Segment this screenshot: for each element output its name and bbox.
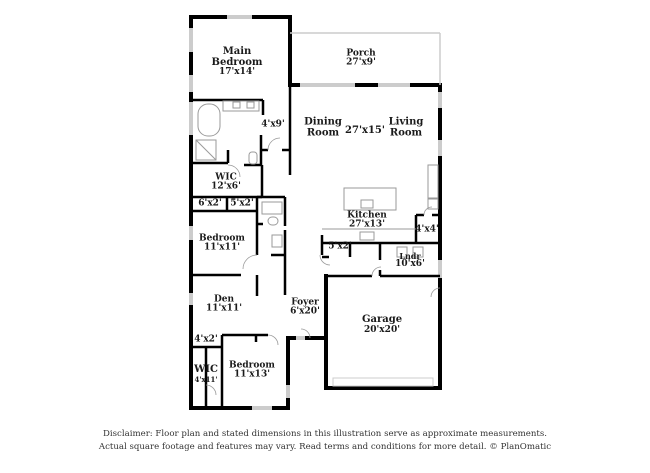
door-swings: [205, 137, 441, 396]
room-label-living-room: Living Room: [388, 116, 424, 138]
room-label-main-wic: WIC 12'x6': [211, 172, 241, 192]
windows: [189, 15, 442, 410]
room-label-bedroom-3: Bedroom 11'x13': [229, 360, 275, 380]
porch-outline: [290, 32, 441, 85]
disclaimer: Disclaimer: Floor plan and stated dimens…: [0, 428, 650, 454]
room-label-dining-room: Dining Room: [304, 116, 342, 138]
room-label-main-bedroom: Main Bedroom 17'x14': [211, 45, 263, 77]
room-label-bedroom-2: Bedroom 11'x11': [199, 233, 245, 253]
room-label-closet-4x2: 4'x2': [194, 334, 218, 345]
room-label-pantry-4x4: 4'x4': [415, 224, 439, 235]
interior-walls: [191, 85, 440, 408]
room-label-closet-6x2: 6'x2': [198, 198, 222, 209]
room-label-wic-2: WIC 4'x11': [194, 364, 218, 384]
disclaimer-line-2: Actual square footage and features may v…: [98, 442, 552, 452]
room-label-garage: Garage 20'x20': [361, 314, 403, 335]
room-label-porch: Porch 27'x9': [346, 48, 376, 68]
room-label-kitchen: Kitchen 27'x13': [347, 210, 387, 230]
garage-door: [332, 377, 434, 387]
disclaimer-line-1: Disclaimer: Floor plan and stated dimens…: [102, 429, 548, 439]
room-label-closet-5x2-b: 5'x2': [328, 241, 352, 252]
room-label-great-room-dims: 27'x15': [345, 124, 385, 136]
room-label-main-bath: 4'x9': [261, 119, 285, 130]
room-label-closet-5x2-a: 5'x2': [230, 198, 254, 209]
room-label-foyer: Foyer 6'x20': [290, 297, 320, 317]
room-label-den: Den 11'x11': [206, 294, 242, 314]
room-label-laundry: Lndr 10'x6': [395, 251, 425, 270]
fixtures: [195, 100, 439, 258]
